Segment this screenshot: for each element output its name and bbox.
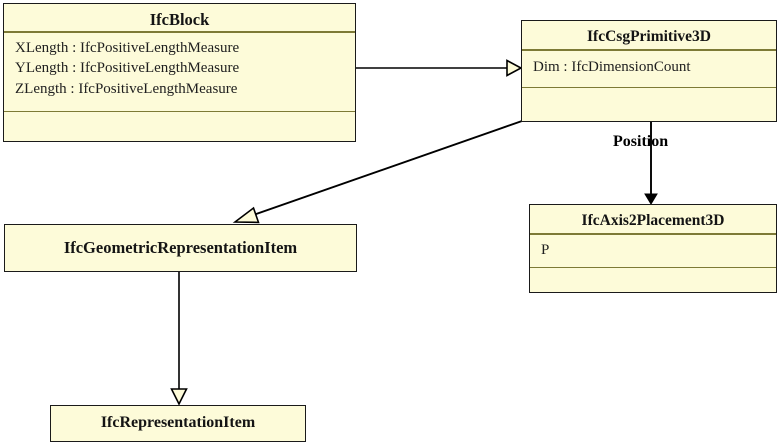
- compartment-divider: [530, 233, 776, 235]
- attribute-row: XLength : IfcPositiveLengthMeasure: [15, 39, 240, 56]
- compartment-divider: [522, 49, 776, 51]
- class-box-ifcrepresentationitem[interactable]: IfcRepresentationItem: [50, 405, 306, 442]
- compartment-divider: [530, 266, 776, 269]
- class-name-ifcrepresentationitem: IfcRepresentationItem: [100, 414, 256, 431]
- class-name-ifcgeometricrepresentationitem: IfcGeometricRepresentationItem: [63, 238, 298, 257]
- operation-compartment-ifcblock: [4, 112, 355, 141]
- attribute-row: YLength : IfcPositiveLengthMeasure: [15, 60, 240, 77]
- attribute-row: P: [541, 241, 550, 258]
- association-label-position: Position: [613, 133, 669, 150]
- class-box-ifcblock[interactable]: IfcBlock XLength : IfcPositiveLengthMeas…: [3, 3, 356, 142]
- compartment-divider: [4, 110, 355, 113]
- attribute-compartment-ifccsgprimitive3d: Dim : IfcDimensionCount: [522, 51, 776, 87]
- class-box-ifcaxis2placement3d[interactable]: IfcAxis2Placement3D P: [529, 204, 777, 293]
- operation-compartment-ifccsgprimitive3d: [522, 88, 776, 121]
- operation-compartment-ifcaxis2placement3d: [530, 268, 776, 293]
- attribute-row: Dim : IfcDimensionCount: [533, 58, 691, 75]
- class-box-ifccsgprimitive3d[interactable]: IfcCsgPrimitive3D Dim : IfcDimensionCoun…: [521, 20, 777, 122]
- class-name-ifcblock: IfcBlock: [149, 10, 210, 29]
- attribute-row: ZLength : IfcPositiveLengthMeasure: [15, 80, 238, 97]
- class-box-ifcgeometricrepresentationitem[interactable]: IfcGeometricRepresentationItem: [4, 224, 357, 272]
- generalization-ifcgeometricrepresentationitem-to-ifcrepresentationitem: [170, 272, 188, 406]
- attribute-compartment-ifcblock: XLength : IfcPositiveLengthMeasure YLeng…: [4, 33, 355, 111]
- attribute-compartment-ifcaxis2placement3d: P: [530, 235, 776, 267]
- compartment-divider: [522, 86, 776, 89]
- class-name-ifcaxis2placement3d: IfcAxis2Placement3D: [581, 212, 725, 229]
- generalization-ifcblock-to-ifccsgprimitive3d: [356, 59, 523, 77]
- compartment-divider: [4, 31, 355, 33]
- class-name-ifccsgprimitive3d: IfcCsgPrimitive3D: [587, 28, 711, 45]
